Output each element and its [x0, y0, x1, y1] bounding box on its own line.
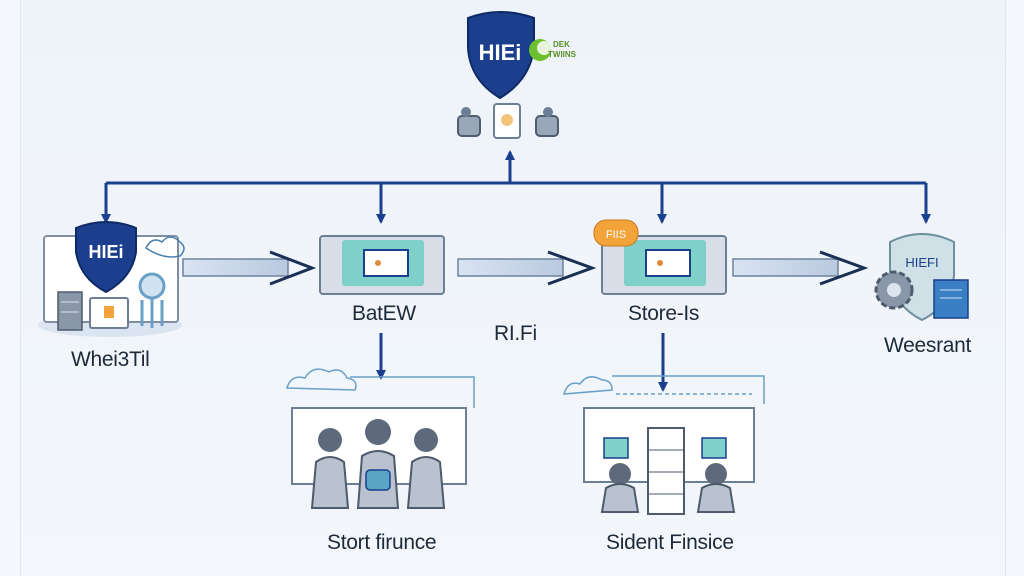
right-monitor-small-icon	[701, 437, 727, 459]
flow-arrows	[182, 250, 869, 286]
bottom-left-panel	[286, 368, 475, 509]
person-icon-2	[356, 419, 400, 509]
left-hand-icon	[457, 107, 481, 137]
left-cloud-doodle-icon	[145, 236, 185, 258]
bottom-left-cloud-icon	[286, 368, 357, 391]
connector-lines	[101, 150, 931, 392]
bottom-right-label: Sident Finsice	[606, 531, 734, 554]
bottom-right-panel	[562, 375, 765, 515]
server-cabinet-icon	[647, 427, 685, 515]
person-icon-1	[310, 428, 350, 509]
left-node-label: Whei3Til	[71, 348, 150, 371]
person-icon-4	[600, 463, 640, 513]
server-rack-icon	[57, 291, 83, 331]
person-icon-3	[406, 428, 446, 509]
left-node: HIEi	[38, 221, 185, 337]
store-badge	[593, 219, 639, 247]
top-devices	[457, 103, 559, 139]
bottom-right-cloud-icon	[562, 376, 613, 395]
middle-node-label: BatEW	[352, 302, 416, 325]
top-shield-text: HIEi	[479, 40, 522, 65]
top-badge-line1: DEK	[553, 40, 570, 49]
store-node-label: Store-Is	[628, 302, 700, 325]
store-node: FIIS	[593, 219, 727, 295]
arrow-store-to-right	[732, 250, 869, 286]
arrow-left-to-middle	[182, 250, 317, 286]
left-shield-text: HIEi	[88, 242, 123, 262]
bottom-left-label: Stort firunce	[327, 531, 437, 554]
arrow-middle-to-store	[457, 250, 597, 286]
right-shield-text: HIEFI	[905, 255, 938, 270]
person-icon-5	[696, 463, 736, 513]
right-node-label: Weesrant	[884, 334, 972, 357]
store-badge-text: FIIS	[606, 229, 626, 241]
left-shield-icon	[75, 221, 137, 294]
diagram-frame	[20, 0, 1006, 576]
right-node: HIEFI	[874, 233, 969, 322]
top-logo: HIEi DEK TWIINS	[467, 11, 577, 100]
middle-node	[319, 235, 445, 295]
network-tree-icon	[138, 272, 166, 328]
top-badge-line2: TWIINS	[548, 50, 577, 59]
right-document-icon	[933, 279, 969, 319]
right-hand-icon	[535, 107, 559, 137]
between-label: RI.Fi	[494, 322, 537, 345]
left-monitor-small-icon	[603, 437, 629, 459]
top-shield-icon	[467, 11, 535, 100]
